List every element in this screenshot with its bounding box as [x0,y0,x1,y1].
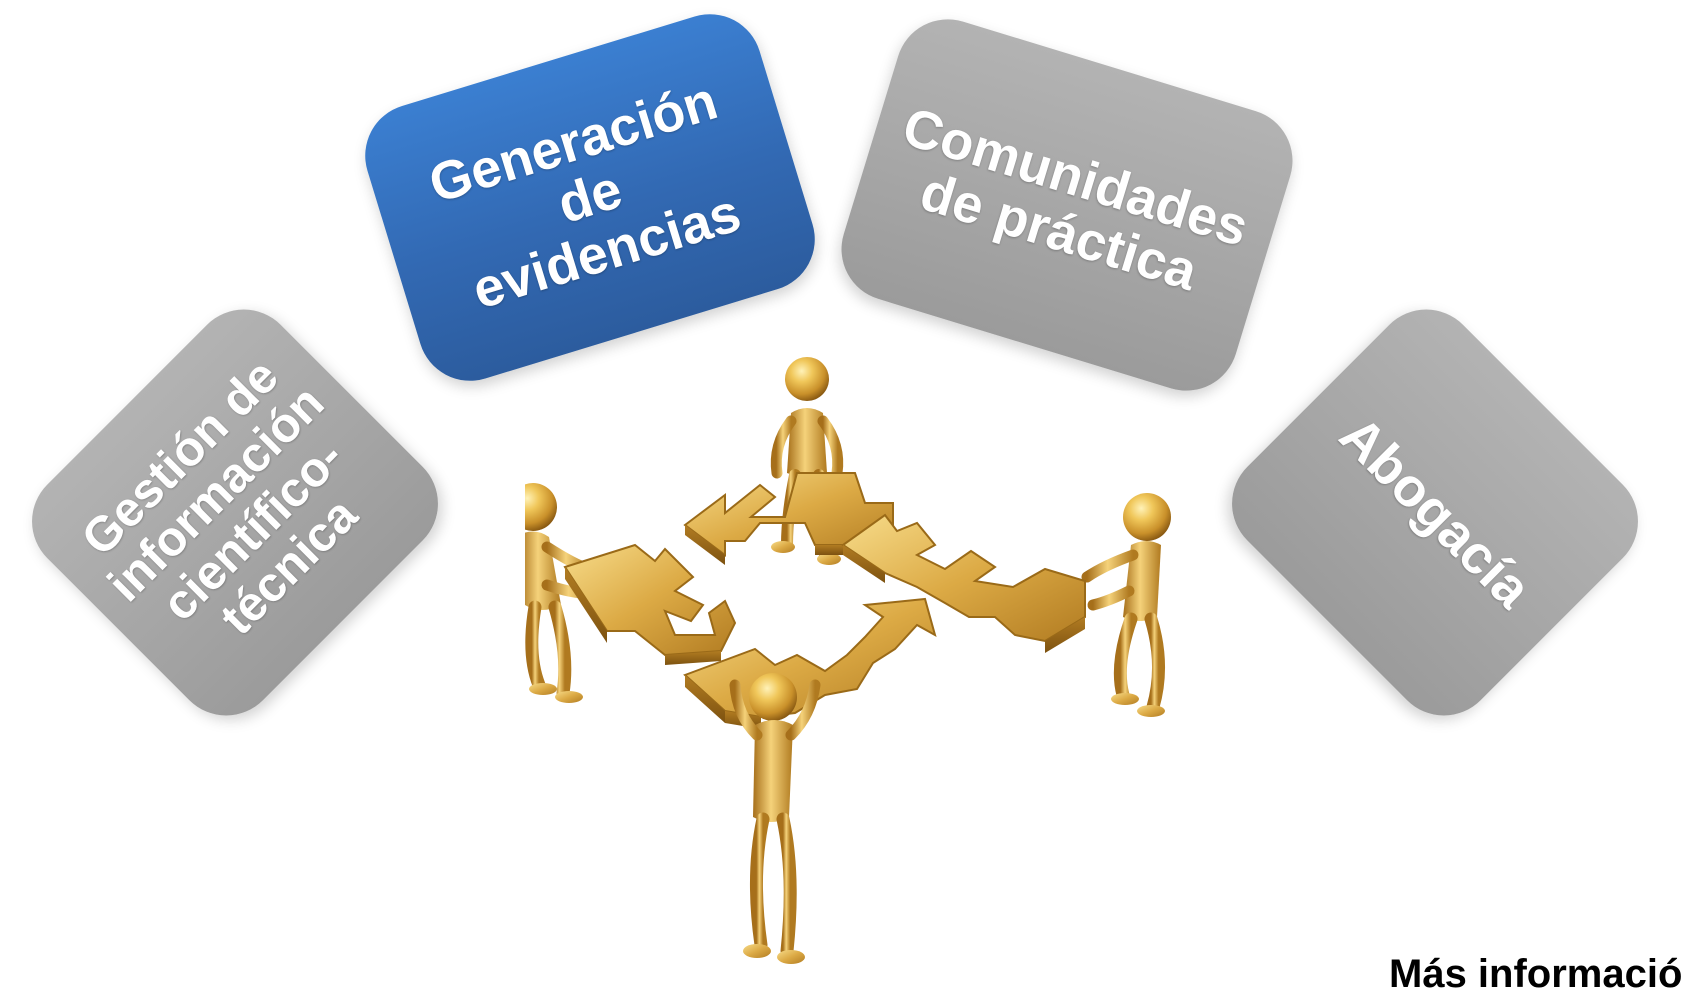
panel-gestion-informacion: Gestión de información científico- técni… [10,287,460,738]
panel-comunidades-practica: Comunidades de práctica [828,6,1306,404]
panel-evidencias-text: Generación de evidencias [402,66,779,329]
figure-bottom [729,673,821,964]
figure-right [1081,493,1171,717]
panel-comunidades-text: Comunidades de práctica [880,97,1255,312]
more-info-link[interactable]: Más información [1389,952,1683,988]
arrow-piece-top [683,472,894,565]
four-figures-puzzle-arrows-icon [525,357,1171,964]
panel-abogacia-text: Abogacía [1328,405,1543,620]
panel-gestion-text: Gestión de información científico- técni… [63,341,407,685]
arrow-piece-right [841,513,1086,653]
panel-abogacia: Abogacía [1210,287,1660,738]
panel-generacion-evidencias: Generación de evidencias [352,1,828,394]
arrow-piece-left [563,543,737,665]
panel-abogacia-line-1: Abogacía [1328,405,1543,620]
